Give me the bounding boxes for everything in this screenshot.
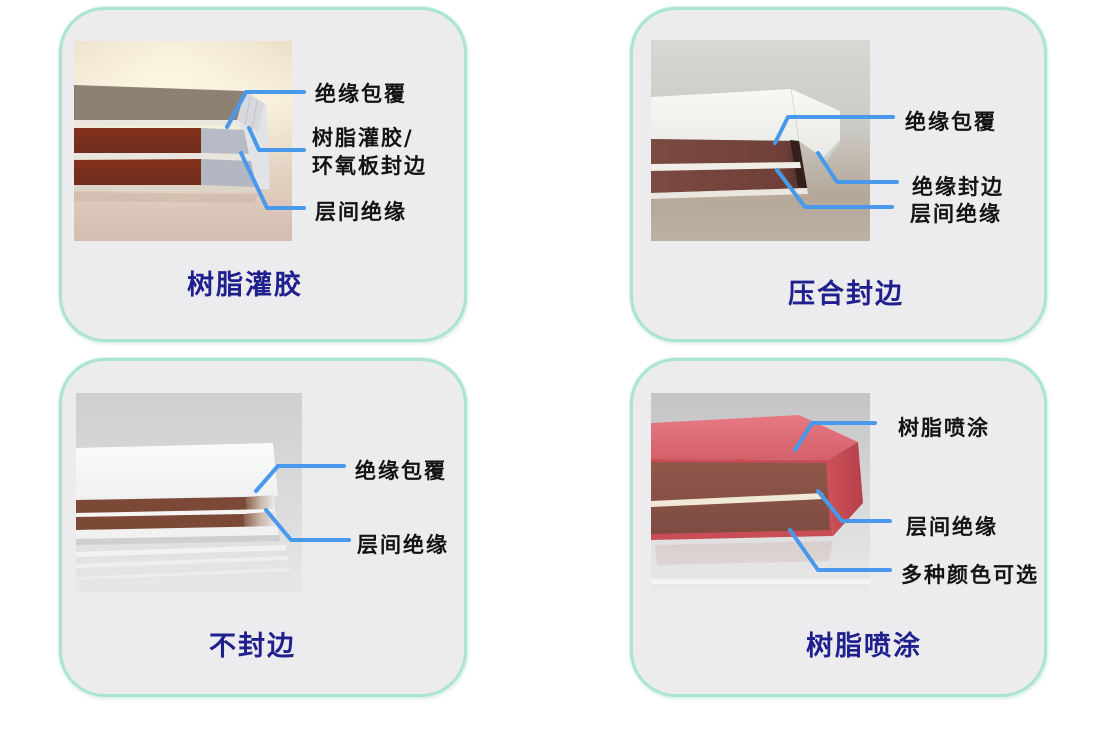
- card-title-unsealed: 不封边: [209, 631, 296, 662]
- callout-label-insulation-edge-seal: 绝缘封边: [912, 174, 1004, 199]
- resin-spray-busbar-photo: [651, 393, 870, 591]
- card-press-sealed: 绝缘包覆 绝缘封边 层间绝缘 压合封边: [630, 7, 1047, 342]
- card-unsealed: 绝缘包覆 层间绝缘 不封边: [59, 358, 467, 697]
- card-title-resin-potting: 树脂灌胶: [187, 270, 303, 301]
- card-title-press-sealed: 压合封边: [788, 279, 904, 310]
- resin-potted-busbar-photo: [74, 41, 292, 241]
- card-title-resin-spray: 树脂喷涂: [806, 631, 922, 662]
- callout-label-insulation-wrap: 绝缘包覆: [315, 81, 407, 106]
- callout-label-interlayer-insulation: 层间绝缘: [910, 201, 1002, 226]
- callout-label-resin-potting-epoxy-edge: 树脂灌胶/ 环氧板封边: [312, 125, 427, 178]
- card-resin-spray: 树脂喷涂 层间绝缘 多种颜色可选 树脂喷涂: [630, 358, 1047, 697]
- card-resin-potting: 绝缘包覆 树脂灌胶/ 环氧板封边 层间绝缘 树脂灌胶: [59, 7, 467, 342]
- callout-label-interlayer-insulation: 层间绝缘: [315, 199, 407, 224]
- unsealed-busbar-photo: [76, 393, 302, 593]
- callout-label-multiple-colors: 多种颜色可选: [901, 562, 1039, 587]
- callout-label-insulation-wrap: 绝缘包覆: [905, 109, 997, 134]
- press-sealed-busbar-photo: [651, 40, 870, 241]
- callout-label-insulation-wrap: 绝缘包覆: [355, 458, 447, 483]
- callout-label-interlayer-insulation: 层间绝缘: [357, 532, 449, 557]
- callout-label-interlayer-insulation: 层间绝缘: [906, 514, 998, 539]
- callout-label-resin-spray: 树脂喷涂: [898, 415, 990, 440]
